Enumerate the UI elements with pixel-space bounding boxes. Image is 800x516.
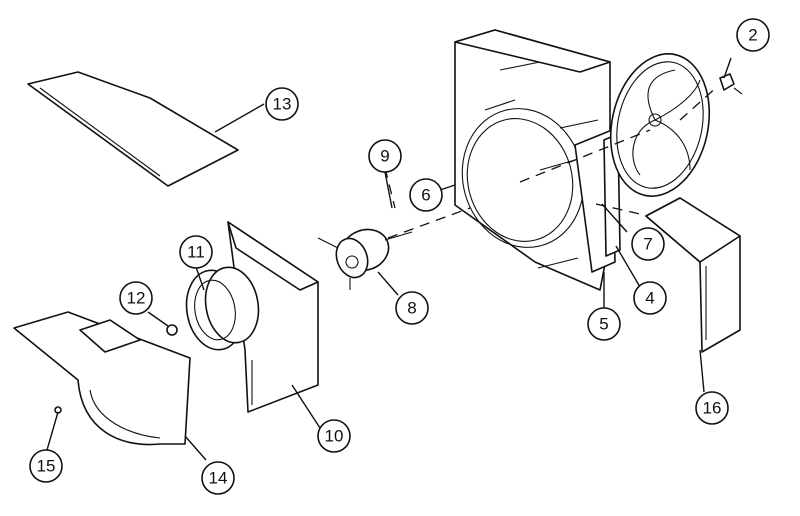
svg-text:13: 13 [273, 95, 292, 114]
callout-4: 4 [633, 281, 667, 315]
callout-13: 13 [265, 87, 299, 121]
callout-16: 16 [695, 391, 729, 425]
svg-text:5: 5 [599, 315, 608, 334]
svg-text:16: 16 [703, 399, 722, 418]
callout-14: 14 [201, 461, 235, 495]
callout-9: 9 [368, 139, 402, 173]
part-13-panel [27, 71, 239, 187]
callout-7: 7 [631, 227, 665, 261]
callout-12: 12 [119, 281, 153, 315]
svg-text:14: 14 [209, 469, 228, 488]
svg-text:4: 4 [645, 289, 654, 308]
leader-lines [46, 57, 732, 461]
callout-11: 11 [179, 235, 213, 269]
svg-text:2: 2 [748, 26, 757, 45]
svg-text:8: 8 [407, 299, 416, 318]
part-8-motor [317, 228, 413, 290]
assembly-axis-lines [384, 85, 719, 239]
callout-6: 6 [409, 178, 443, 212]
svg-text:9: 9 [380, 147, 389, 166]
svg-text:15: 15 [37, 457, 56, 476]
svg-text:11: 11 [187, 243, 205, 262]
callout-15: 15 [29, 449, 63, 483]
svg-text:10: 10 [325, 427, 344, 446]
part-11-blower-wheel [185, 266, 260, 351]
callout-2: 2 [736, 18, 770, 52]
part-10-blower-plate [227, 221, 319, 413]
part-12-clamp [166, 324, 178, 336]
callout-5: 5 [587, 307, 621, 341]
callout-10: 10 [317, 419, 351, 453]
svg-text:12: 12 [127, 289, 146, 308]
part-16-cover [645, 197, 741, 353]
part-14-scroll [13, 311, 191, 446]
part-2-nut [719, 73, 743, 95]
callout-8: 8 [395, 291, 429, 325]
svg-text:7: 7 [643, 235, 652, 254]
condenser-fan [609, 53, 711, 197]
svg-text:6: 6 [421, 186, 430, 205]
